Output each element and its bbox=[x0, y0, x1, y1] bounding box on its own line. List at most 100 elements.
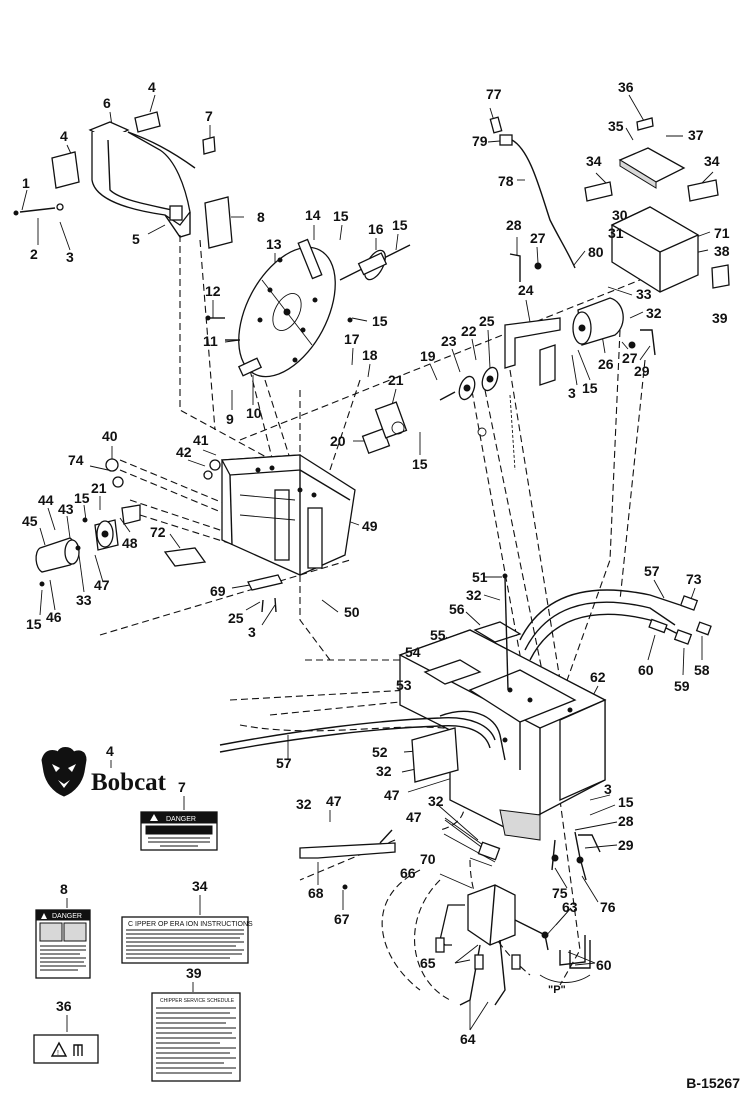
callout-15g: 15 bbox=[26, 616, 42, 632]
callout-44: 44 bbox=[38, 492, 54, 508]
callout-39a: 39 bbox=[712, 310, 728, 326]
callout-29b: 29 bbox=[618, 837, 634, 853]
discharge-chute bbox=[88, 121, 196, 238]
callout-49: 49 bbox=[362, 518, 378, 534]
callout-78: 78 bbox=[498, 173, 514, 189]
drive-chain bbox=[477, 394, 516, 471]
callout-32c: 32 bbox=[376, 763, 392, 779]
callout-76: 76 bbox=[600, 899, 616, 915]
figure-reference: B-15267 bbox=[686, 1075, 740, 1091]
bobcat-logo: Bobcat bbox=[41, 747, 167, 797]
callout-51: 51 bbox=[472, 569, 488, 585]
callout-45: 45 bbox=[22, 513, 38, 529]
callout-60b: 60 bbox=[596, 957, 612, 973]
callout-35: 35 bbox=[608, 118, 624, 134]
callout-71: 71 bbox=[714, 225, 730, 241]
callout-72: 72 bbox=[150, 524, 166, 540]
decal-7-danger: DANGER bbox=[140, 811, 218, 851]
anvil-plate bbox=[237, 357, 263, 377]
callout-16: 16 bbox=[368, 221, 384, 237]
callout-34c: 34 bbox=[192, 878, 208, 894]
decal-8-heading: DANGER bbox=[52, 913, 82, 920]
callout-38: 38 bbox=[714, 243, 730, 259]
callout-47a: 47 bbox=[94, 577, 110, 593]
assembly-guide-lines bbox=[99, 235, 691, 1001]
callout-10: 10 bbox=[246, 405, 262, 421]
callout-32e: 32 bbox=[428, 793, 444, 809]
bracket-68 bbox=[299, 829, 396, 890]
callout-15f: 15 bbox=[74, 490, 90, 506]
callout-11: 11 bbox=[203, 333, 218, 349]
callout-43: 43 bbox=[58, 501, 74, 517]
decal-8-danger: DANGER bbox=[35, 909, 91, 979]
callout-22: 22 bbox=[461, 323, 477, 339]
sprockets bbox=[439, 366, 499, 401]
callout-5: 5 bbox=[132, 231, 140, 247]
callout-31: 31 bbox=[608, 225, 624, 241]
motor-fittings bbox=[509, 253, 656, 356]
callout-57a: 57 bbox=[644, 563, 660, 579]
decal-34-instructions: C IPPER OP ERA ION INSTRUCTIONS bbox=[121, 916, 253, 964]
decal-34-heading: C IPPER OP ERA ION INSTRUCTIONS bbox=[128, 921, 253, 928]
callout-13: 13 bbox=[266, 236, 282, 252]
callout-25b: 25 bbox=[228, 610, 244, 626]
callout-19: 19 bbox=[420, 348, 436, 364]
callout-80: 80 bbox=[588, 244, 604, 260]
callout-32a: 32 bbox=[646, 305, 662, 321]
callout-56: 56 bbox=[449, 601, 465, 617]
callout-63: 63 bbox=[562, 899, 578, 915]
callout-50: 50 bbox=[344, 604, 360, 620]
callout-70: 70 bbox=[420, 851, 436, 867]
callout-32b: 32 bbox=[466, 587, 482, 603]
callout-41: 41 bbox=[193, 432, 209, 448]
callout-3c: 3 bbox=[248, 624, 256, 640]
callout-42: 42 bbox=[176, 444, 192, 460]
bearing-block bbox=[361, 401, 408, 455]
callout-62: 62 bbox=[590, 669, 606, 685]
callout-24: 24 bbox=[518, 282, 534, 298]
hose-78 bbox=[489, 116, 576, 269]
callout-28b: 28 bbox=[618, 813, 634, 829]
callout-15c: 15 bbox=[372, 313, 388, 329]
decal-39-schedule: CHIPPER SERVICE SCHEDULE bbox=[151, 992, 241, 1082]
callout-74: 74 bbox=[68, 452, 84, 468]
callout-36b: 36 bbox=[56, 998, 72, 1014]
callout-7a: 7 bbox=[205, 108, 213, 124]
decal-39-heading: CHIPPER SERVICE SCHEDULE bbox=[160, 998, 235, 1004]
callout-39b: 39 bbox=[186, 965, 202, 981]
callout-32d: 32 bbox=[296, 796, 312, 812]
callout-73: 73 bbox=[686, 571, 702, 587]
detail-marker-arc bbox=[539, 974, 591, 983]
callout-14: 14 bbox=[305, 207, 321, 223]
disc-bolts bbox=[205, 315, 353, 341]
callout-15d: 15 bbox=[582, 380, 598, 396]
hose-57-lower bbox=[219, 710, 506, 761]
callout-79: 79 bbox=[472, 133, 488, 149]
callout-21b: 21 bbox=[91, 480, 107, 496]
motor-mount bbox=[504, 297, 624, 386]
callout-75: 75 bbox=[552, 885, 568, 901]
detail-marker-p: "P" bbox=[548, 984, 566, 996]
callout-36a: 36 bbox=[618, 79, 634, 95]
logo-wordmark: Bobcat bbox=[91, 769, 167, 796]
callout-23: 23 bbox=[441, 333, 457, 349]
callout-54: 54 bbox=[405, 644, 421, 660]
decal-leader-lines bbox=[66, 760, 201, 1032]
callout-68: 68 bbox=[308, 885, 324, 901]
mount-plates bbox=[163, 547, 283, 613]
callout-3b: 3 bbox=[568, 385, 576, 401]
callout-3a: 3 bbox=[66, 249, 74, 265]
callout-2: 2 bbox=[30, 246, 38, 262]
svg-text:!: ! bbox=[57, 1050, 59, 1057]
callout-37: 37 bbox=[688, 127, 704, 143]
callout-55: 55 bbox=[430, 627, 446, 643]
plate-70 bbox=[477, 841, 501, 861]
callout-67: 67 bbox=[334, 911, 350, 927]
callout-8b: 8 bbox=[60, 881, 68, 897]
callout-30: 30 bbox=[612, 207, 628, 223]
disc-shaft bbox=[339, 244, 411, 281]
decal-36-warning: ! bbox=[33, 1034, 99, 1064]
